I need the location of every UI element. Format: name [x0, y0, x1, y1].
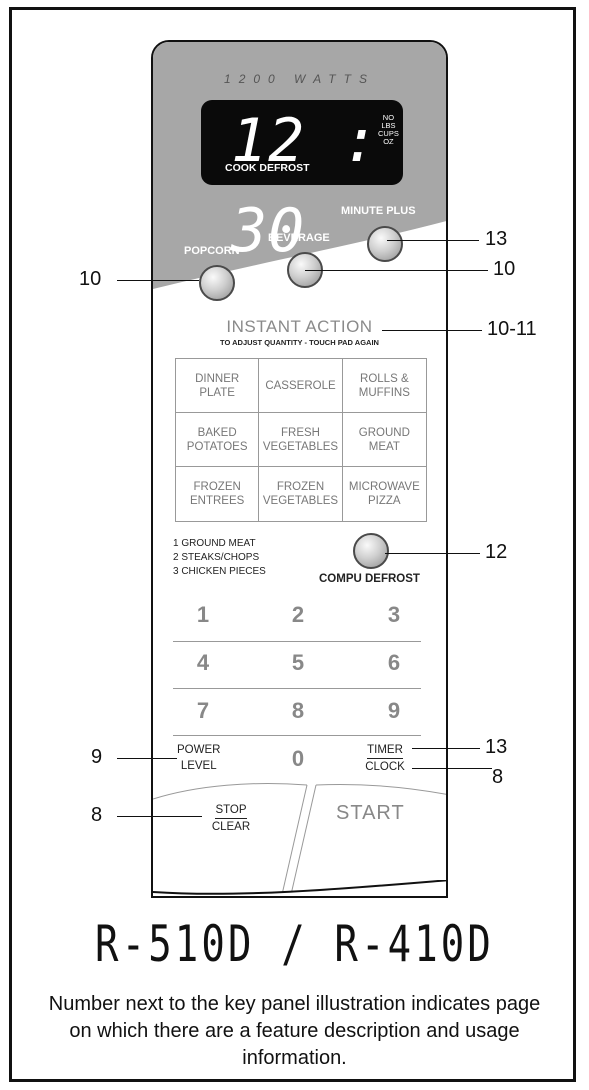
defrost-option: 2 STEAKS/CHOPS	[173, 552, 260, 563]
key-4[interactable]: 4	[196, 650, 210, 675]
power-level-key[interactable]: POWER LEVEL	[177, 744, 221, 772]
key-9[interactable]: 9	[387, 698, 401, 723]
key-3[interactable]: 3	[387, 602, 401, 627]
key-7[interactable]: 7	[196, 698, 210, 723]
panel-bottom-edge	[153, 880, 446, 896]
wattage-label: 1200 WATTS	[224, 72, 375, 86]
stop-start-divider	[153, 783, 446, 896]
popcorn-button[interactable]	[199, 265, 235, 301]
callout-line	[412, 768, 492, 769]
minute-plus-button[interactable]	[367, 226, 403, 262]
stop-clear-key[interactable]: STOP CLEAR	[203, 802, 259, 835]
keypad-divider	[173, 735, 421, 736]
instant-action-title: INSTANT ACTION	[226, 317, 373, 336]
callout-timer: 13	[485, 736, 508, 758]
pad-casserole[interactable]: CASSEROLE	[259, 359, 343, 413]
defrost-option: 3 CHICKEN PIECES	[173, 566, 266, 577]
compu-defrost-options: 1 GROUND MEAT 2 STEAKS/CHOPS 3 CHICKEN P…	[173, 537, 266, 579]
compu-defrost-button[interactable]	[353, 533, 389, 569]
callout-power-level: 9	[91, 746, 103, 768]
display-time: 12 : 30	[231, 106, 380, 266]
caption: Number next to the key panel illustratio…	[48, 993, 541, 1069]
beverage-label: BEVERAGE	[268, 232, 330, 244]
key-5[interactable]: 5	[291, 650, 305, 675]
instant-action-subtitle: TO ADJUST QUANTITY - TOUCH PAD AGAIN	[220, 338, 379, 347]
key-0[interactable]: 0	[291, 746, 305, 771]
display-mode-label: COOK DEFROST	[225, 162, 310, 174]
unit-cups: CUPS	[378, 129, 399, 138]
timer-clock-key[interactable]: TIMER CLOCK	[360, 742, 410, 775]
callout-popcorn: 10	[79, 268, 102, 290]
callout-instant-action: 10-11	[487, 318, 537, 340]
unit-oz: OZ	[383, 137, 394, 146]
digital-display: 12 : 30 NO LBS CUPS OZ COOK DEFROST	[201, 100, 403, 266]
keypad-divider	[173, 641, 421, 642]
start-key[interactable]: START	[336, 802, 405, 824]
unit-no: NO	[382, 113, 395, 122]
unit-lbs: LBS	[381, 121, 396, 130]
callout-stop-clear: 8	[91, 804, 103, 826]
callout-line	[117, 280, 199, 281]
callout-line	[387, 240, 479, 241]
pad-rolls-muffins[interactable]: ROLLS &MUFFINS	[342, 359, 426, 413]
key-1[interactable]: 1	[196, 602, 210, 627]
callout-line	[117, 816, 202, 817]
callout-beverage: 10	[493, 258, 516, 280]
callout-line	[412, 748, 480, 749]
page-frame	[9, 7, 576, 1082]
model-number: R-510D / R-410D	[94, 915, 494, 973]
key-8[interactable]: 8	[291, 698, 305, 723]
defrost-option: 1 GROUND MEAT	[173, 538, 256, 549]
callout-compu-defrost: 12	[485, 541, 508, 563]
minute-plus-label: MINUTE PLUS	[341, 205, 416, 217]
timer-label: TIMER	[367, 742, 403, 759]
callout-clock: 8	[492, 766, 504, 788]
stop-label: STOP	[215, 802, 247, 819]
keypad-divider	[173, 688, 421, 689]
callout-line	[382, 330, 482, 331]
control-panel: 1200 WATTS 12 : 30 NO LBS CUPS OZ COOK D…	[151, 40, 448, 898]
clock-label: CLOCK	[365, 761, 405, 773]
callout-line	[385, 553, 480, 554]
key-2[interactable]: 2	[291, 602, 305, 627]
callout-line	[117, 758, 177, 759]
clear-label: CLEAR	[211, 821, 251, 833]
popcorn-label: POPCORN	[184, 245, 240, 257]
display-units: NO LBS CUPS OZ	[378, 114, 399, 146]
compu-defrost-label: COMPU DEFROST	[319, 573, 420, 585]
callout-minute-plus: 13	[485, 228, 508, 250]
callout-line	[305, 270, 488, 271]
key-6[interactable]: 6	[387, 650, 401, 675]
